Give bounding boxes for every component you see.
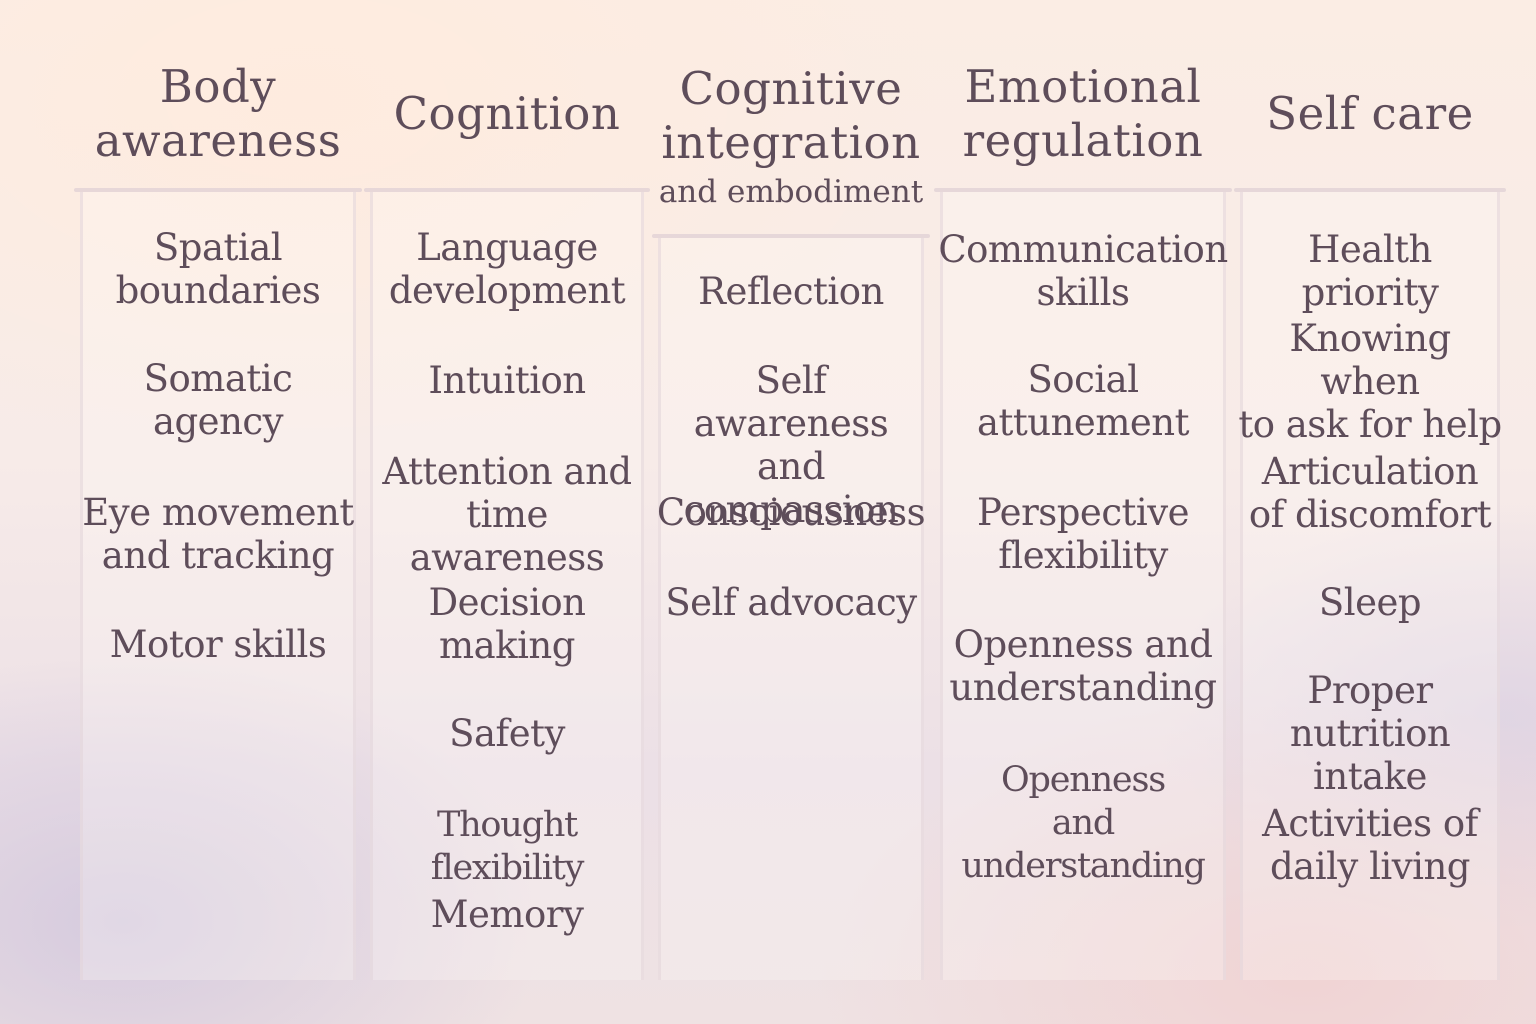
item-intuition: Intuition bbox=[428, 359, 586, 402]
item-openness-understanding-2: Openness and understanding bbox=[961, 760, 1206, 886]
heading-divider bbox=[74, 188, 362, 192]
item-spatial-boundaries: Spatial boundaries bbox=[115, 226, 321, 312]
item-attention-time: Attention and time awareness bbox=[382, 450, 632, 579]
heading-divider bbox=[934, 188, 1232, 192]
item-self-awareness: Self awareness and compassion bbox=[683, 359, 899, 531]
item-memory: Memory bbox=[430, 893, 584, 936]
item-self-advocacy: Self advocacy bbox=[665, 581, 917, 624]
column-heading: Self care bbox=[1234, 40, 1506, 188]
column-body: Health priority Knowing when to ask for … bbox=[1238, 192, 1502, 980]
item-social-attunement: Social attunement bbox=[976, 358, 1190, 444]
item-language-development: Language development bbox=[388, 226, 626, 312]
item-perspective-flexibility: Perspective flexibility bbox=[976, 491, 1190, 577]
column-body: Spatial boundaries Somatic agency Eye mo… bbox=[80, 192, 356, 980]
item-sleep: Sleep bbox=[1318, 581, 1422, 624]
item-consciousness: Consciousness bbox=[656, 491, 926, 534]
column-cognition: Cognition Language development Intuition… bbox=[364, 40, 650, 980]
column-emotional-regulation: Emotional regulation Communication skill… bbox=[934, 40, 1232, 980]
column-body: Communication skills Social attunement P… bbox=[938, 192, 1228, 980]
item-daily-living: Activities of daily living bbox=[1262, 802, 1478, 888]
heading-divider bbox=[1234, 188, 1506, 192]
heading-emotional-regulation: Emotional regulation bbox=[962, 60, 1204, 167]
item-reflection: Reflection bbox=[698, 270, 884, 313]
heading-body-awareness: Body awareness bbox=[94, 60, 342, 167]
item-decision-making: Decision making bbox=[428, 581, 586, 667]
item-articulation-discomfort: Articulation of discomfort bbox=[1248, 450, 1492, 536]
item-health-priority: Health priority bbox=[1301, 228, 1439, 314]
heading-cognition: Cognition bbox=[393, 87, 621, 140]
column-body: Reflection Self awareness and compassion… bbox=[657, 238, 926, 980]
skills-board: Body awareness Spatial boundaries Somati… bbox=[74, 40, 1506, 980]
item-openness-understanding: Openness and understanding bbox=[949, 623, 1217, 709]
column-body: Language development Intuition Attention… bbox=[370, 192, 644, 980]
heading-divider bbox=[364, 188, 650, 192]
column-heading: Cognition bbox=[364, 40, 650, 188]
item-communication-skills: Communication skills bbox=[938, 228, 1228, 314]
column-self-care: Self care Health priority Knowing when t… bbox=[1234, 40, 1506, 980]
item-nutrition-intake: Proper nutrition intake bbox=[1289, 669, 1451, 798]
column-heading: Cognitive integration and embodiment bbox=[652, 40, 930, 234]
item-eye-movement: Eye movement and tracking bbox=[82, 491, 354, 577]
column-body-awareness: Body awareness Spatial boundaries Somati… bbox=[74, 40, 362, 980]
subheading-embodiment: and embodiment bbox=[658, 174, 924, 210]
heading-self-care: Self care bbox=[1266, 87, 1474, 140]
item-motor-skills: Motor skills bbox=[109, 623, 327, 666]
item-somatic-agency: Somatic agency bbox=[143, 357, 293, 443]
item-safety: Safety bbox=[449, 712, 565, 755]
item-thought-flexibility: Thought flexibility bbox=[430, 805, 585, 888]
column-heading: Emotional regulation bbox=[934, 40, 1232, 188]
column-heading: Body awareness bbox=[74, 40, 362, 188]
heading-divider bbox=[652, 234, 930, 238]
item-knowing-when-to-ask: Knowing when to ask for help bbox=[1238, 317, 1502, 446]
heading-cognitive-integration: Cognitive integration bbox=[661, 62, 921, 169]
column-cognitive-integration: Cognitive integration and embodiment Ref… bbox=[652, 40, 930, 980]
